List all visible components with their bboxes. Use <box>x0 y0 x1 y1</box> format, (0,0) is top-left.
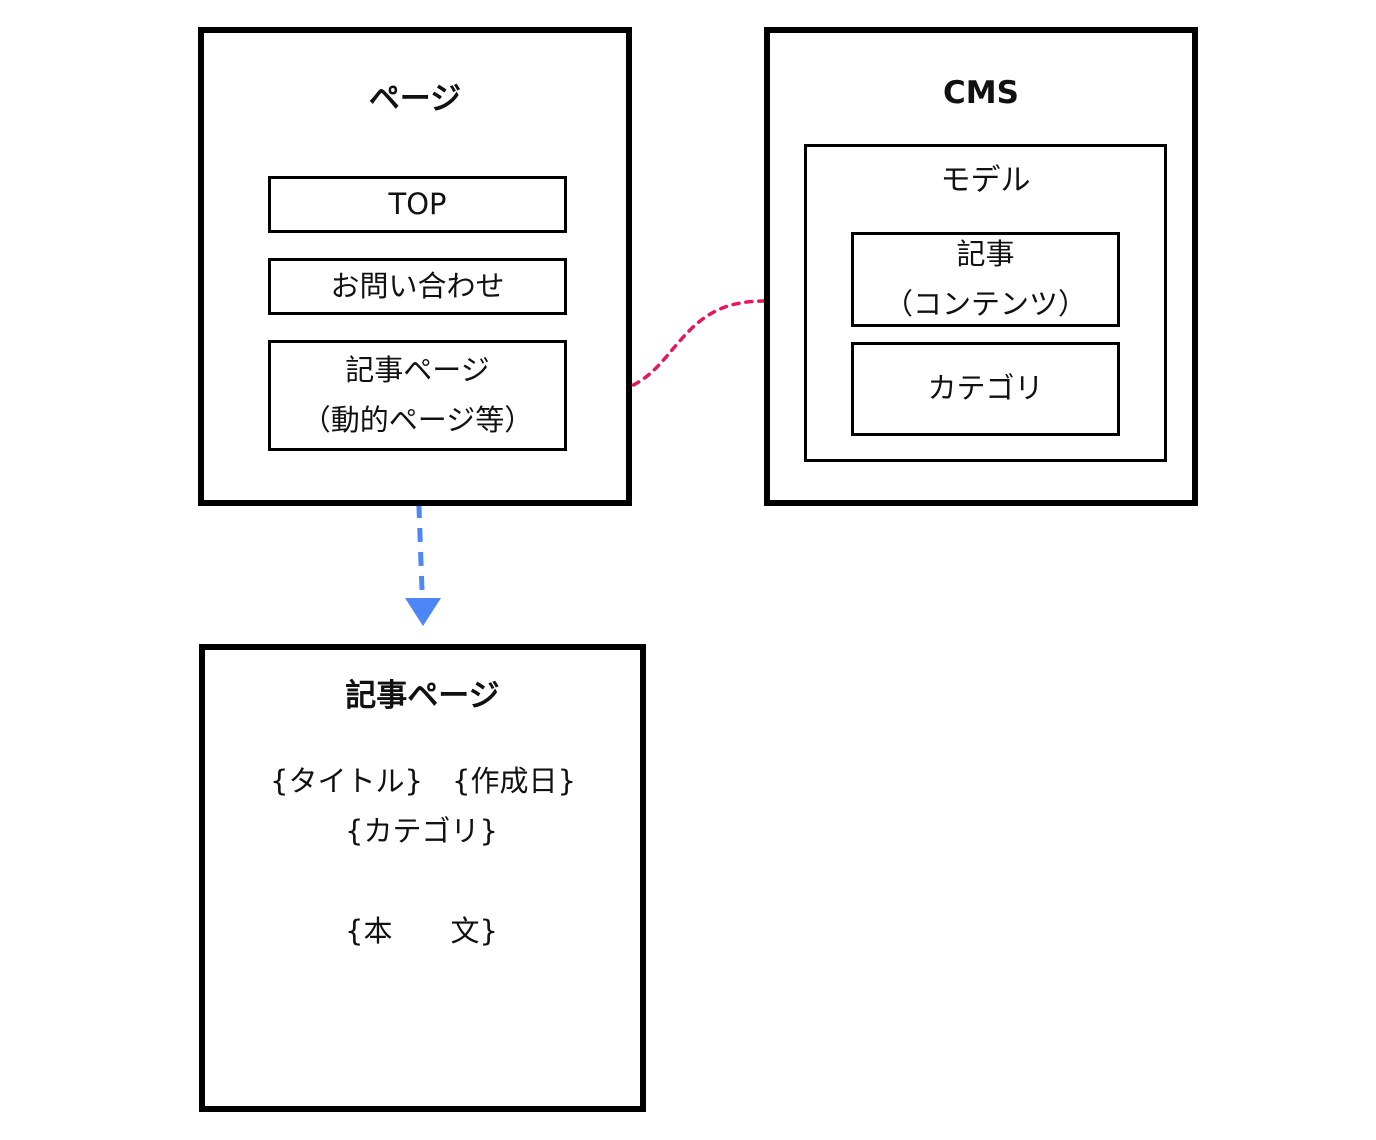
article-panel: 記事ページ <box>199 644 646 1112</box>
cms-item-category: カテゴリ <box>851 342 1120 436</box>
page-item-article-sublabel: （動的ページ等） <box>301 402 534 437</box>
article-field-title: {タイトル} <box>270 764 423 798</box>
cms-item-article: 記事 （コンテンツ） <box>851 232 1120 327</box>
page-item-article: 記事ページ （動的ページ等） <box>268 340 567 451</box>
page-item-top: TOP <box>268 176 567 233</box>
page-item-contact: お問い合わせ <box>268 258 567 315</box>
page-panel-title: ページ <box>368 81 462 117</box>
page-item-article-label: 記事ページ <box>345 353 490 388</box>
arrow-head-icon <box>405 598 441 626</box>
article-field-body: {本 文} <box>345 914 498 948</box>
cms-item-category-label: カテゴリ <box>927 371 1044 406</box>
cms-item-article-label: 記事 <box>956 237 1015 272</box>
page-item-top-label: TOP <box>388 186 447 221</box>
article-field-created: {作成日} <box>452 764 576 798</box>
page-item-contact-label: お問い合わせ <box>330 268 505 303</box>
article-field-category: {カテゴリ} <box>345 814 498 848</box>
cms-panel-title: CMS <box>943 75 1019 111</box>
cms-item-article-sublabel: （コンテンツ） <box>883 286 1087 321</box>
cms-model-label: モデル <box>940 163 1031 198</box>
article-panel-title: 記事ページ <box>345 678 500 714</box>
